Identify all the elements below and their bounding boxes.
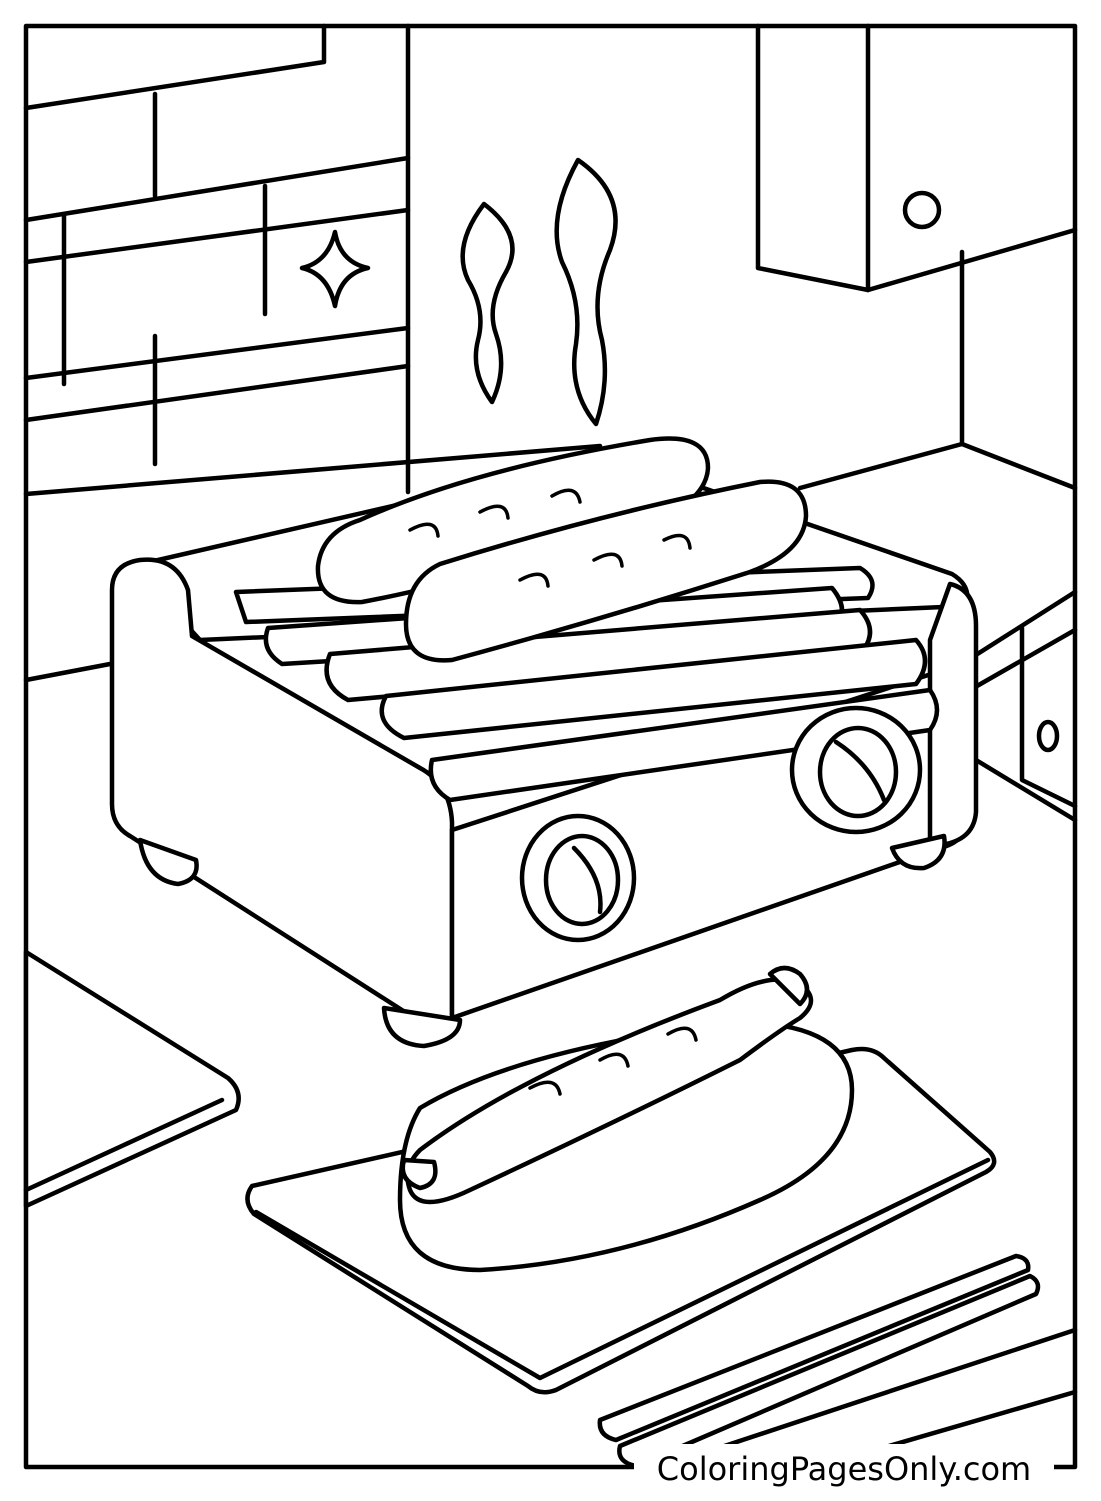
knob-face (817, 725, 899, 819)
side-tray-edge (23, 1097, 225, 1193)
sausage-crease (666, 1026, 698, 1042)
grill-roller (379, 637, 928, 741)
grill-foot (137, 837, 199, 887)
page-frame (23, 23, 1078, 1470)
steam (460, 157, 618, 427)
knob-indicator (571, 845, 603, 915)
brick-wall (23, 23, 411, 495)
grill-roller (428, 687, 940, 803)
kitchen-counter (23, 441, 1078, 823)
grill-knob[interactable] (519, 813, 637, 943)
counter-side-line (23, 661, 113, 683)
grilled-sausages (315, 436, 809, 663)
watermark-text: ColoringPagesOnly.com (634, 1444, 1054, 1494)
sausage-crease (592, 552, 624, 568)
counter-corner-line (973, 757, 1078, 823)
sausage-crease (408, 522, 440, 538)
sausage (403, 479, 809, 663)
counter-back-edge (23, 443, 603, 497)
sausage-crease (598, 1052, 630, 1068)
knob-face (543, 833, 621, 927)
sausage-crease (550, 488, 582, 504)
floor-line (661, 1327, 1078, 1469)
grill-foot (381, 1005, 463, 1049)
cabinet-knob-icon (902, 190, 942, 230)
grill-knob[interactable] (789, 705, 923, 835)
counter-back-edge (797, 441, 965, 491)
wall-cabinet (755, 23, 1078, 491)
steam-wisp-icon (554, 157, 618, 427)
side-tray (23, 949, 241, 1209)
side-tray-outline (23, 949, 241, 1209)
brick-row-line (23, 23, 327, 111)
knob-indicator (833, 739, 887, 803)
grill-foot (889, 833, 947, 871)
cutting-board-edge (253, 1157, 991, 1381)
counter-drawer (1019, 625, 1078, 809)
chopstick (617, 1273, 1041, 1469)
sausage-crease (528, 1080, 562, 1096)
brick-row-line (23, 155, 411, 223)
backsplash-corner (959, 249, 1078, 491)
hot-dog-sausage (405, 977, 814, 1205)
chopsticks (597, 1253, 1041, 1469)
drawer-knob-icon (1036, 719, 1060, 753)
sausage-crease (662, 533, 692, 550)
brick-row-line (23, 363, 411, 423)
cabinet-outline (755, 23, 1078, 293)
chopstick (597, 1253, 1031, 1443)
sausage-crease (518, 572, 550, 588)
brick-row-line (23, 325, 411, 381)
sausage-crease (478, 504, 510, 520)
steam-wisp-icon (460, 201, 515, 405)
sausage-tip (400, 1157, 438, 1191)
brick-row-line (23, 207, 411, 265)
sparkle-icon (299, 229, 371, 309)
sausage-tip (767, 965, 810, 1007)
hot-dog (397, 965, 855, 1273)
